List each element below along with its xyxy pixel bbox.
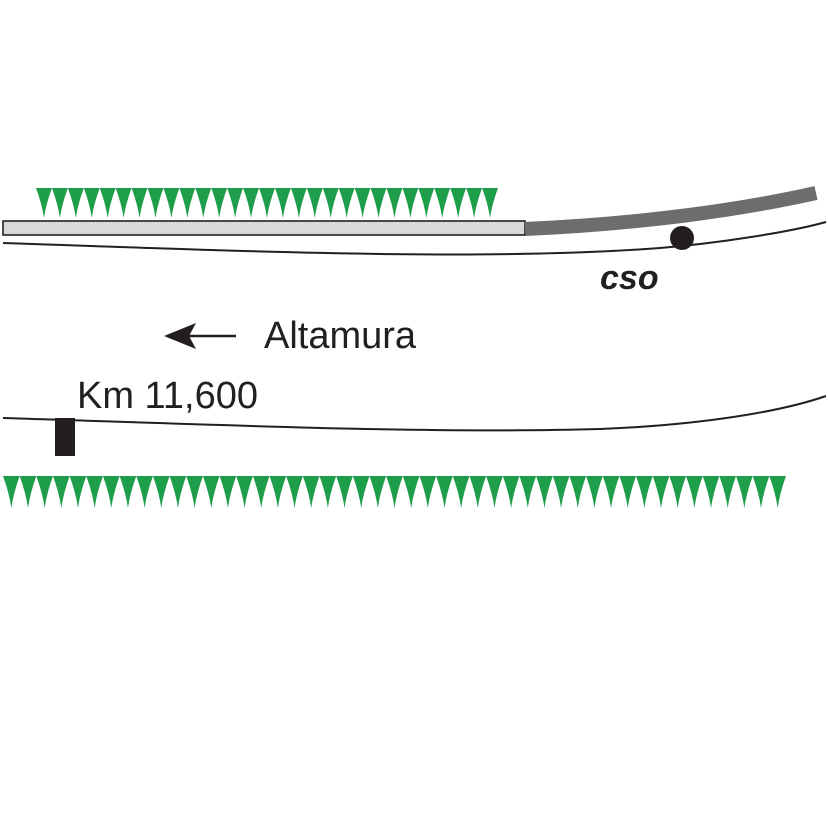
grass-hatch-icon [552,476,570,508]
grass-hatch-icon [186,476,203,508]
grass-hatch-icon [466,188,483,218]
grass-hatch-icon [306,188,323,218]
grass-hatch-icon [402,476,420,508]
grass-hatch-icon [147,188,164,218]
grass-hatch-icon [469,476,487,508]
grass-hatch-icon [83,188,100,218]
grass-hatch-icon [119,476,137,508]
grass-hatch-icon [286,476,303,508]
grass-hatch-icon [252,476,270,508]
grass-hatch-icon [752,476,770,508]
grass-hatch-icon [669,476,687,508]
grass-hatch-icon [686,476,703,508]
grass-hatch-icon [131,188,148,218]
grass-hatch-icon [152,476,170,508]
grass-hatch-icon [452,476,470,508]
grass-hatch-icon [202,476,220,508]
grass-hatch-icon [319,476,337,508]
direction-label: Altamura [264,315,417,357]
track-line-lower [2,395,827,432]
grass-hatch-icon [386,188,403,218]
grass-hatch-icon [354,188,371,218]
grass-hatch-icon [436,476,453,508]
km-marker-label: Km 11,600 [77,375,258,417]
grass-hatch-icon [769,476,786,508]
grass-hatch-icon [219,476,237,508]
platform-light [2,220,526,236]
grass-hatch-icon [67,188,84,218]
grass-hatch-icon [195,188,212,218]
track-line-upper [2,221,827,256]
grass-hatch-icon [419,476,437,508]
km-post-icon [55,418,75,456]
grass-hatch-icon [102,476,120,508]
grass-hatch-icon [702,476,720,508]
platform-curved [524,186,818,236]
grass-hatch-icon [19,476,37,508]
grass-hatch-icon [434,188,451,218]
grass-hatch-icon [163,188,180,218]
grass-hatch-icon [69,476,87,508]
grass-hatch-icon [259,188,275,218]
grass-hatch-icon [86,476,103,508]
grass-hatch-icon [227,188,244,218]
grass-hatch-icon [369,476,387,508]
grass-hatch-icon [3,476,20,508]
grass-hatch-icon [115,188,132,218]
grass-hatch-icon [619,476,637,508]
grass-hatch-icon [386,476,403,508]
grass-hatch-icon [302,476,320,508]
grass-hatch-icon [636,476,653,508]
grass-hatch-icon [450,188,467,218]
grass-hatch-icon [336,476,353,508]
grass-hatch-icon [418,188,435,218]
grass-hatch-icon [402,188,419,218]
grass-hatch-icon [36,188,52,218]
arrow-left-icon [164,323,236,349]
grass-hatch-icon [719,476,737,508]
grass-hatch-icon [736,476,753,508]
grass-hatch-icon [36,476,53,508]
grass-hatch-icon [211,188,228,218]
grass-hatch-icon [482,188,498,218]
grass-hatch-icon [169,476,187,508]
grass-hatch-icon [290,188,307,218]
grass-hatch-icon [352,476,370,508]
grass-hatch-icon [569,476,587,508]
grass-hatch-icon [136,476,153,508]
grass-hatch-icon [602,476,620,508]
grass-hatch-icon [322,188,339,218]
circle-marker-icon [670,226,694,250]
grass-hatch-icon [269,476,287,508]
grass-hatch-icon [274,188,291,218]
signal-label: cso [600,259,659,297]
grass-hatch-icon [586,476,603,508]
grass-hatch-icon [502,476,520,508]
grass-hatch-icon [51,188,68,218]
vegetation-strip-lower [3,476,786,508]
vegetation-strip-upper [36,188,498,218]
grass-hatch-icon [52,476,70,508]
grass-hatch-icon [519,476,537,508]
grass-hatch-icon [370,188,387,218]
grass-hatch-icon [179,188,196,218]
grass-hatch-icon [486,476,503,508]
grass-hatch-icon [236,476,253,508]
grass-hatch-icon [536,476,553,508]
grass-hatch-icon [338,188,355,218]
grass-hatch-icon [652,476,670,508]
grass-hatch-icon [243,188,260,218]
grass-hatch-icon [99,188,116,218]
